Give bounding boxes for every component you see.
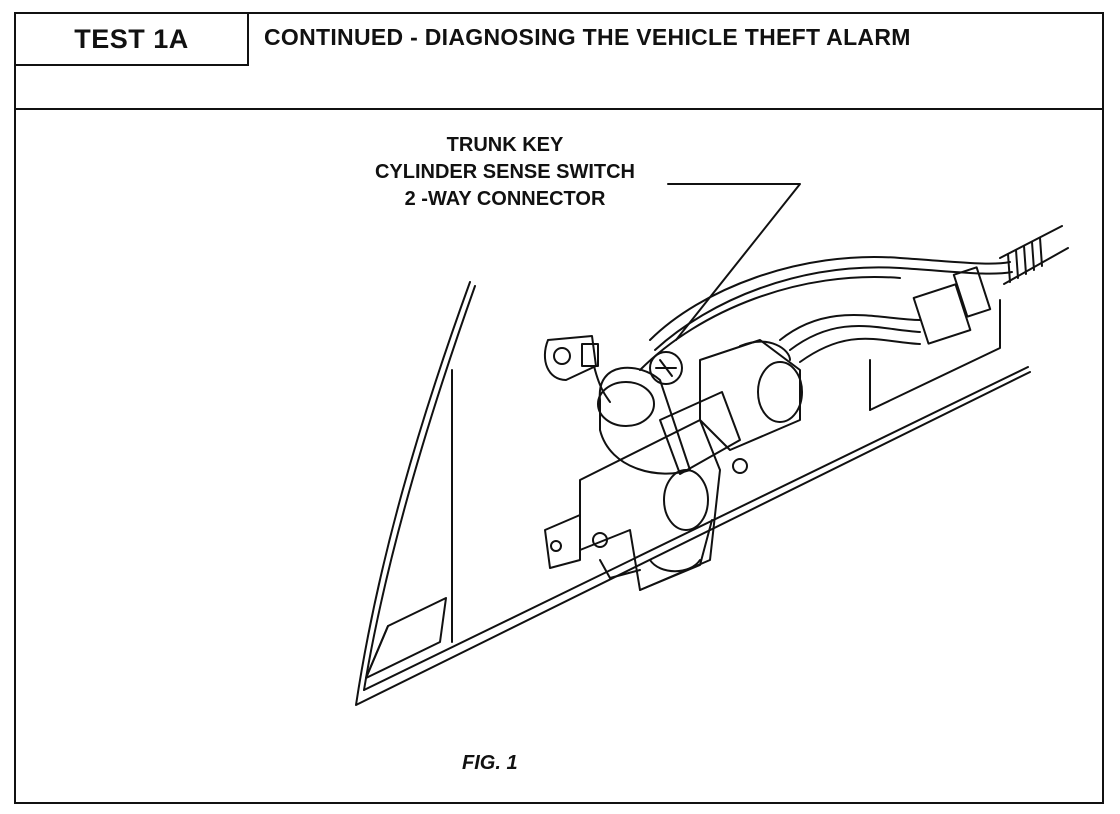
test-id-box: TEST 1A xyxy=(16,14,249,66)
callout-line-1: TRUNK KEY xyxy=(446,134,564,156)
figure-caption: FIG. 1 xyxy=(462,752,518,774)
page-frame: TEST 1A CONTINUED - DIAGNOSING THE VEHIC… xyxy=(14,12,1104,804)
trunk-panel-outline xyxy=(355,281,1031,706)
callout-line-3: 2 -WAY CONNECTOR xyxy=(404,188,606,210)
harness-connector xyxy=(912,283,972,345)
callout-label: TRUNK KEY CYLINDER SENSE SWITCH 2 -WAY C… xyxy=(300,132,710,213)
header-bar: TEST 1A CONTINUED - DIAGNOSING THE VEHIC… xyxy=(16,14,1102,110)
test-label: TEST 1A xyxy=(74,23,189,54)
wire-harness xyxy=(649,256,1011,341)
callout-line-2: CYLINDER SENSE SWITCH xyxy=(374,161,636,183)
leader-line xyxy=(667,183,801,341)
page-title: CONTINUED - DIAGNOSING THE VEHICLE THEFT… xyxy=(264,24,911,50)
sense-switch-connector xyxy=(649,351,683,385)
mounting-tab xyxy=(543,335,597,381)
